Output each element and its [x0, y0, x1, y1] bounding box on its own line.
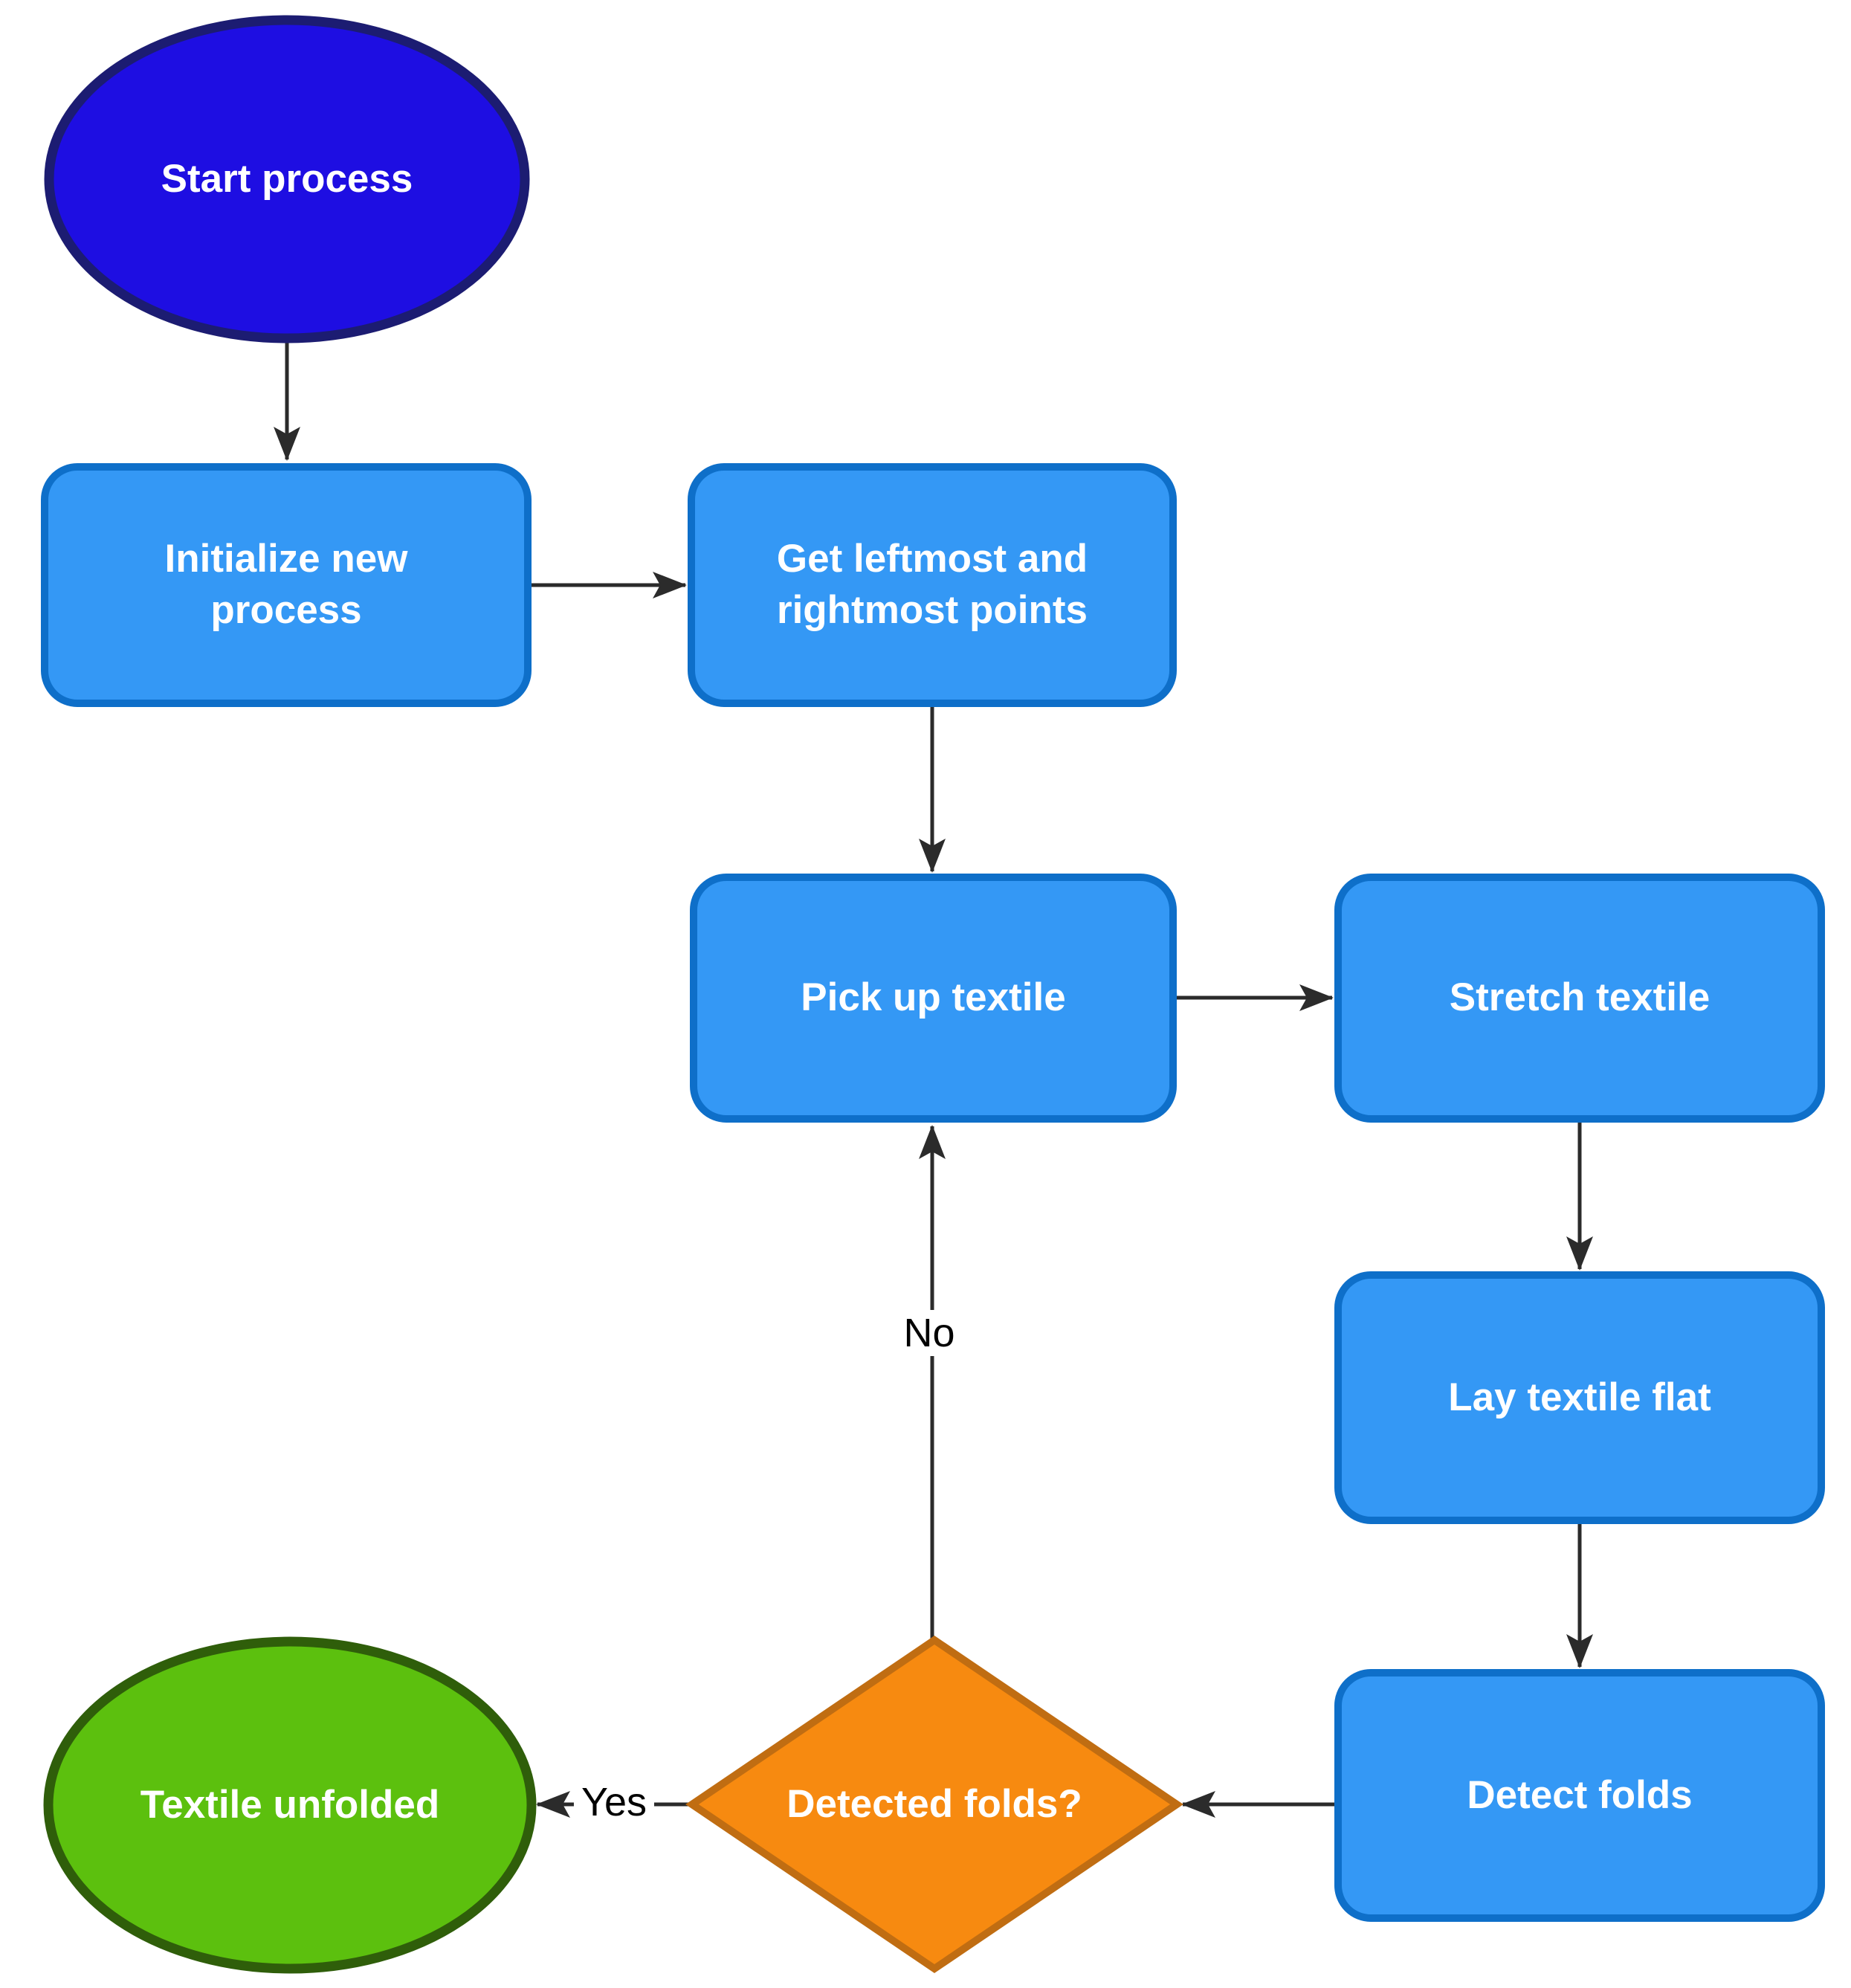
end-ellipse	[43, 1636, 537, 1974]
edge-label-yes: Yes	[573, 1779, 655, 1825]
initialize-box	[41, 463, 532, 707]
start-ellipse	[44, 15, 530, 343]
edge-label-no: No	[896, 1310, 963, 1356]
detect-box	[1334, 1669, 1825, 1922]
getpoints-box	[688, 463, 1177, 707]
decision-diamond	[685, 1635, 1183, 1974]
pickup-box	[690, 874, 1177, 1123]
stretch-box	[1334, 874, 1825, 1123]
layflat-box	[1334, 1271, 1825, 1524]
